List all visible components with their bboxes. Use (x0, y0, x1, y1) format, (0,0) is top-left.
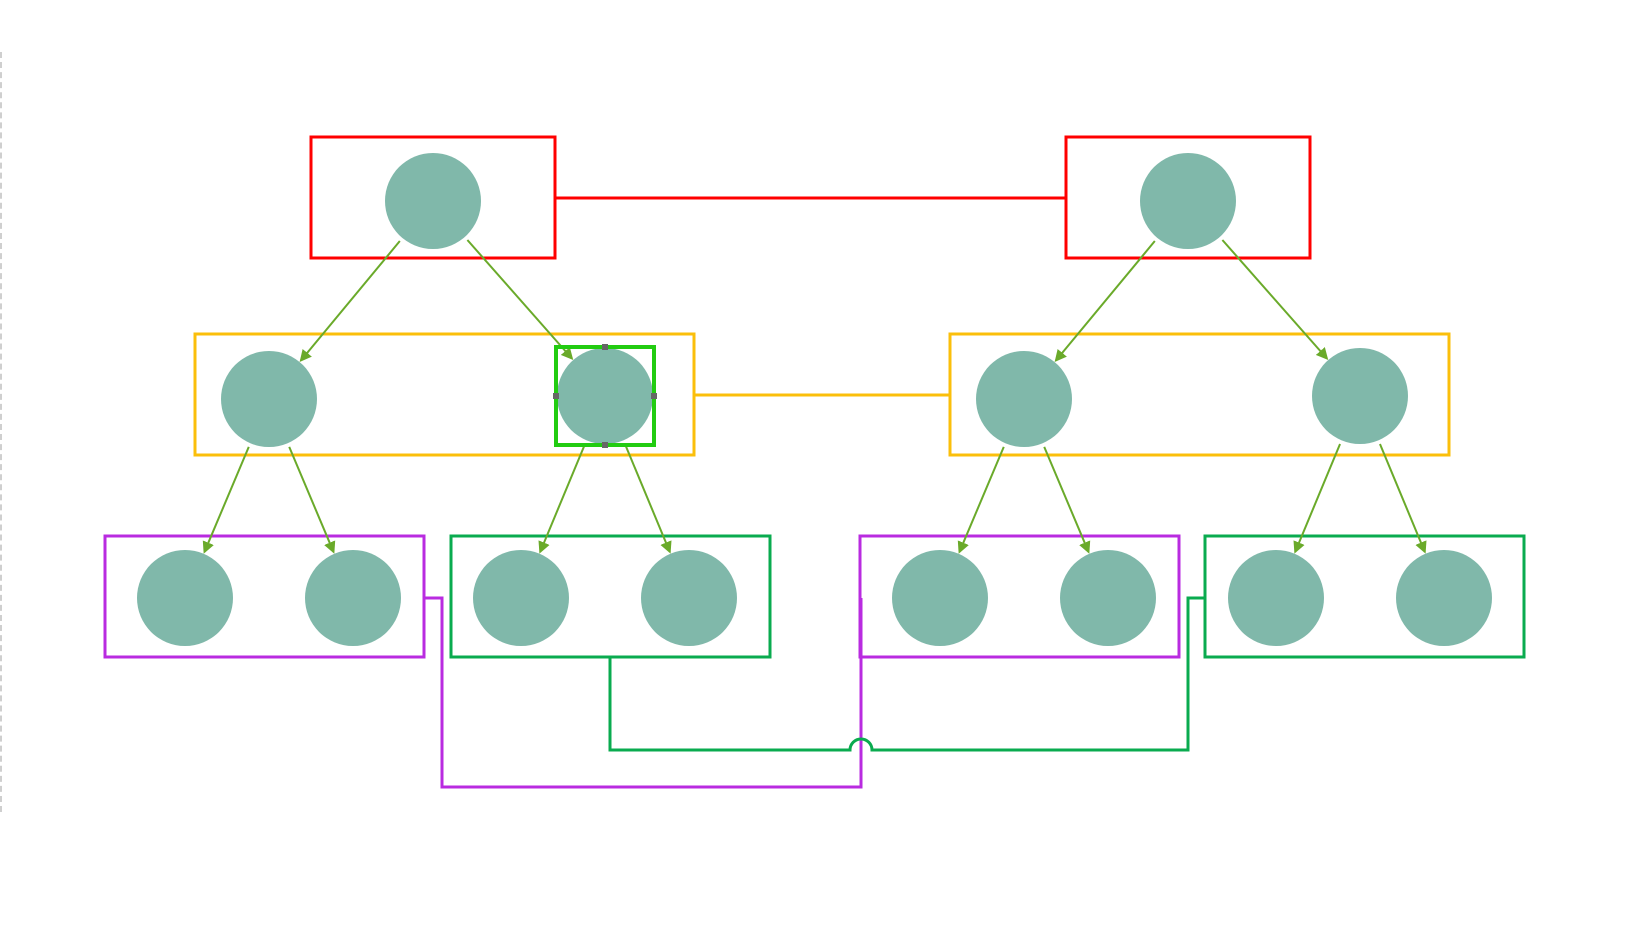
edge-n4-to-n10[interactable] (624, 443, 672, 554)
node-n1[interactable] (385, 153, 481, 249)
edge-n6-to-n14[interactable] (1379, 443, 1427, 554)
node-n3[interactable] (221, 351, 317, 447)
edge-n3-to-n7[interactable] (202, 446, 250, 554)
group-box-g3-1[interactable] (103, 534, 426, 659)
group-link-g3-1-to-g3-3[interactable] (424, 596, 863, 789)
group-links-layer (424, 196, 1205, 789)
resize-handle-bottom[interactable] (602, 442, 608, 448)
group-box-g2-left[interactable] (193, 332, 696, 457)
group-box-g1-right[interactable] (1064, 135, 1312, 260)
edge-n4-to-n9[interactable] (538, 443, 586, 554)
resize-handle-right[interactable] (651, 393, 657, 399)
edge-n2-to-n6[interactable] (1221, 239, 1329, 361)
group-link-g3-2-to-g3-4[interactable] (608, 596, 1205, 752)
edge-n1-to-n4[interactable] (466, 239, 574, 361)
resize-handle-top[interactable] (602, 344, 608, 350)
selection-layer (553, 344, 657, 448)
edge-n5-to-n11[interactable] (957, 446, 1005, 554)
group-box-g2-right[interactable] (948, 332, 1451, 457)
edge-n3-to-n8[interactable] (288, 446, 336, 554)
node-n7[interactable] (137, 550, 233, 646)
group-box-g1-left[interactable] (309, 135, 557, 260)
node-n2[interactable] (1140, 153, 1236, 249)
group-box-g3-4[interactable] (1203, 534, 1526, 659)
nodes-layer (137, 153, 1492, 646)
edge-n1-to-n3[interactable] (299, 240, 401, 363)
group-box-g3-2[interactable] (449, 534, 772, 659)
node-n10[interactable] (641, 550, 737, 646)
node-n5[interactable] (976, 351, 1072, 447)
canvas-left-edge (0, 52, 2, 812)
node-n13[interactable] (1228, 550, 1324, 646)
node-n12[interactable] (1060, 550, 1156, 646)
edge-n5-to-n12[interactable] (1043, 446, 1091, 554)
node-n14[interactable] (1396, 550, 1492, 646)
edges-layer (202, 239, 1427, 554)
node-n8[interactable] (305, 550, 401, 646)
groups-layer (103, 135, 1526, 659)
resize-handle-left[interactable] (553, 393, 559, 399)
group-box-g3-3[interactable] (858, 534, 1181, 659)
edge-n6-to-n13[interactable] (1293, 443, 1341, 554)
edge-n2-to-n5[interactable] (1054, 240, 1156, 363)
node-n9[interactable] (473, 550, 569, 646)
node-n4[interactable] (557, 348, 653, 444)
node-n6[interactable] (1312, 348, 1408, 444)
node-n11[interactable] (892, 550, 988, 646)
